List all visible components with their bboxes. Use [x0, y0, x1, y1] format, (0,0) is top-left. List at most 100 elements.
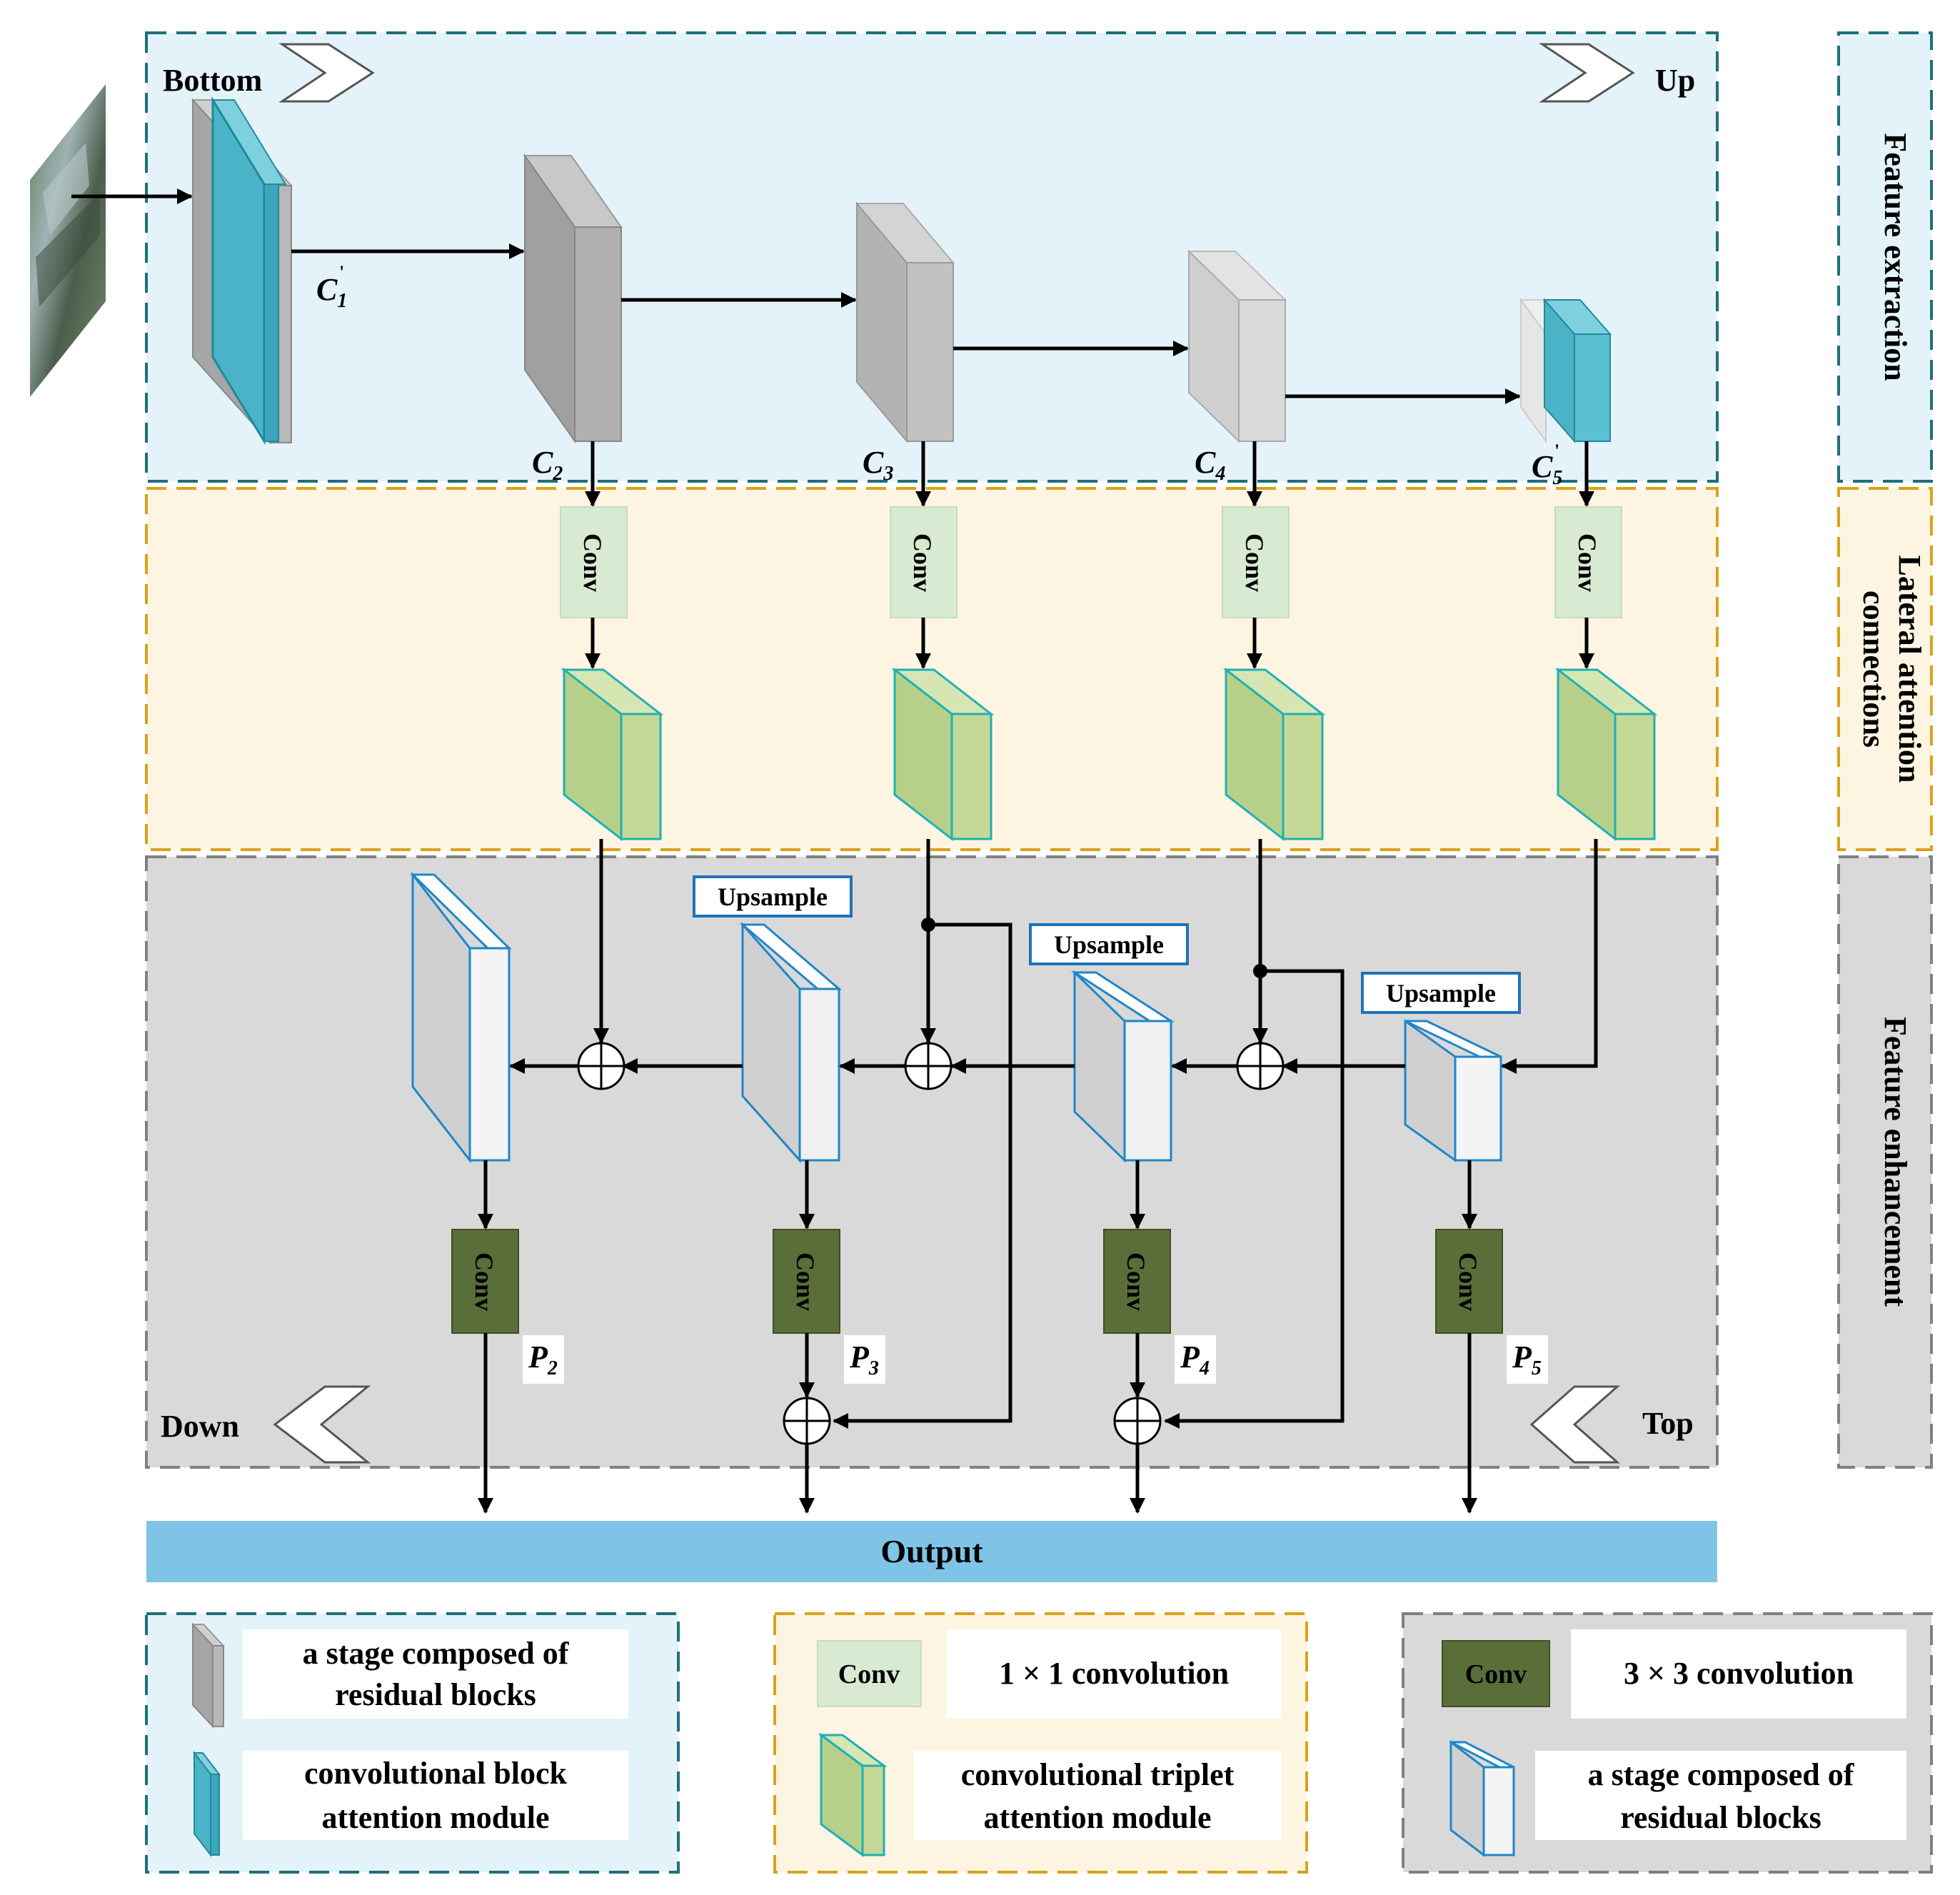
stage-to-conv3-arrows [478, 1160, 1477, 1230]
conv1x1-4: Conv [1554, 506, 1622, 618]
triplet-attention-3 [1222, 667, 1326, 842]
top-chevron-icon [1529, 1385, 1620, 1464]
add-node-4 [783, 1397, 831, 1445]
svg-text:Conv: Conv [578, 533, 607, 592]
svg-text:Conv: Conv [1454, 1252, 1482, 1311]
enhance-stage-p5 [1404, 1019, 1502, 1162]
junction-dot-1 [921, 918, 935, 932]
legend-residual-stage-icon [191, 1622, 226, 1729]
legend-triplet-line2: attention module [984, 1800, 1212, 1835]
feature-extraction-title-box [1837, 31, 1933, 483]
legend-cbam-line1: convolutional block [304, 1756, 567, 1791]
legend-residual2-line1: a stage composed of [1588, 1757, 1855, 1792]
feature-enhancement-region [145, 855, 1719, 1469]
stage-c4 [1187, 249, 1287, 443]
top-down-connections [509, 839, 1598, 1429]
legend-conv1x1-textbox [946, 1629, 1282, 1719]
legend-triplet-textbox [914, 1751, 1282, 1840]
svg-text:Conv: Conv [838, 1659, 900, 1689]
svg-text:Upsample: Upsample [1054, 930, 1164, 959]
p2-label: P2 [528, 1339, 558, 1379]
up-label: Up [1655, 63, 1695, 98]
junction-dot-2 [1253, 964, 1267, 978]
svg-text:Conv: Conv [1465, 1659, 1527, 1689]
conv3x3-1: Conv [451, 1229, 519, 1334]
p3-label: P3 [849, 1339, 879, 1379]
svg-text:Upsample: Upsample [718, 883, 828, 911]
c5-prime: ' [1554, 441, 1559, 461]
add-node-5 [1113, 1397, 1162, 1445]
svg-text:Conv: Conv [1240, 533, 1269, 592]
legend-conv3x3-textbox [1571, 1629, 1906, 1719]
upsample-label-3: Upsample [1361, 972, 1521, 1014]
add-node-1 [577, 1042, 625, 1090]
svg-text:Conv: Conv [908, 533, 937, 592]
bottom-label: Bottom [163, 63, 262, 98]
lateral-attention-title-box [1837, 487, 1933, 851]
legend-residual2-icon [1449, 1739, 1515, 1858]
upsample-label-1: Upsample [693, 875, 853, 918]
legend-triplet-line1: convolutional triplet [961, 1757, 1235, 1792]
svg-text:Upsample: Upsample [1386, 979, 1496, 1007]
legend-triplet-icon [818, 1733, 888, 1857]
up-chevron-icon [1539, 43, 1635, 103]
enhance-stage-p3 [739, 922, 843, 1163]
enhance-stage-p4 [1070, 970, 1175, 1163]
stage-c2 [523, 153, 623, 444]
p5-label: P5 [1512, 1339, 1542, 1379]
conv1x1-2: Conv [890, 506, 958, 618]
c3-label: C3 [863, 445, 893, 485]
conv1x1-3: Conv [1222, 506, 1290, 618]
feature-extraction-title: Feature extraction [1878, 133, 1913, 381]
legend-residual2-line2: residual blocks [1620, 1800, 1821, 1835]
output-arrows [478, 1333, 1477, 1514]
lateral-arrows [585, 441, 1594, 507]
lateral-attention-title-line1: Lateral attention [1892, 556, 1927, 783]
bottom-chevron-icon [278, 43, 375, 103]
triplet-attention-1 [561, 667, 664, 842]
triplet-attention-2 [891, 667, 995, 842]
stage-c1 [191, 96, 293, 446]
stage-c3 [855, 201, 955, 443]
conv3x3-3: Conv [1103, 1229, 1171, 1334]
legend-conv1x1-icon: Conv [817, 1640, 922, 1707]
add-node-3 [1236, 1042, 1285, 1090]
enhance-stage-p2 [410, 871, 512, 1164]
feature-enhancement-title-box [1837, 855, 1933, 1469]
add-node-2 [904, 1042, 953, 1090]
upsample-label-2: Upsample [1029, 923, 1189, 965]
legend-residual-stage-textbox [243, 1629, 628, 1719]
input-image [30, 84, 106, 397]
c2-label: C2 [532, 445, 563, 485]
p4-label: P4 [1180, 1339, 1210, 1379]
svg-text:Conv: Conv [1573, 533, 1602, 592]
conv1x1-1: Conv [560, 506, 628, 618]
legend-cbam-icon [192, 1751, 221, 1857]
down-label: Down [161, 1409, 239, 1444]
legend-residual2-textbox [1535, 1751, 1906, 1840]
down-chevron-icon [273, 1385, 371, 1464]
feature-enhancement-title: Feature enhancement [1878, 1017, 1913, 1307]
svg-text:Conv: Conv [1122, 1252, 1150, 1311]
legend-conv3x3-text: 3 × 3 convolution [1624, 1656, 1854, 1691]
svg-text:Conv: Conv [791, 1252, 820, 1311]
c4-label: C4 [1195, 445, 1225, 485]
top-label: Top [1642, 1406, 1694, 1441]
output-bar [146, 1521, 1717, 1582]
legend-conv3x3-icon: Conv [1442, 1640, 1550, 1707]
lateral-attention-title-line2: connections [1856, 590, 1891, 748]
conv3x3-4: Conv [1435, 1229, 1503, 1334]
legend-cbam-textbox [243, 1751, 628, 1840]
c1-prime: ' [339, 262, 344, 283]
p-labels: P2 P3 P4 P5 [523, 1335, 1548, 1384]
legend-cbam-line2: attention module [322, 1800, 550, 1835]
legend-residual-stage-line2: residual blocks [335, 1677, 536, 1712]
conv3x3-2: Conv [773, 1229, 840, 1334]
c5-label: C5 [1532, 449, 1562, 489]
legend-residual-stage-line1: a stage composed of [303, 1636, 570, 1671]
output-label: Output [880, 1533, 983, 1569]
legend-conv1x1-text: 1 × 1 convolution [999, 1656, 1229, 1691]
c1-label: C1 [316, 272, 347, 312]
conv-to-triplet-arrows [585, 618, 1594, 669]
